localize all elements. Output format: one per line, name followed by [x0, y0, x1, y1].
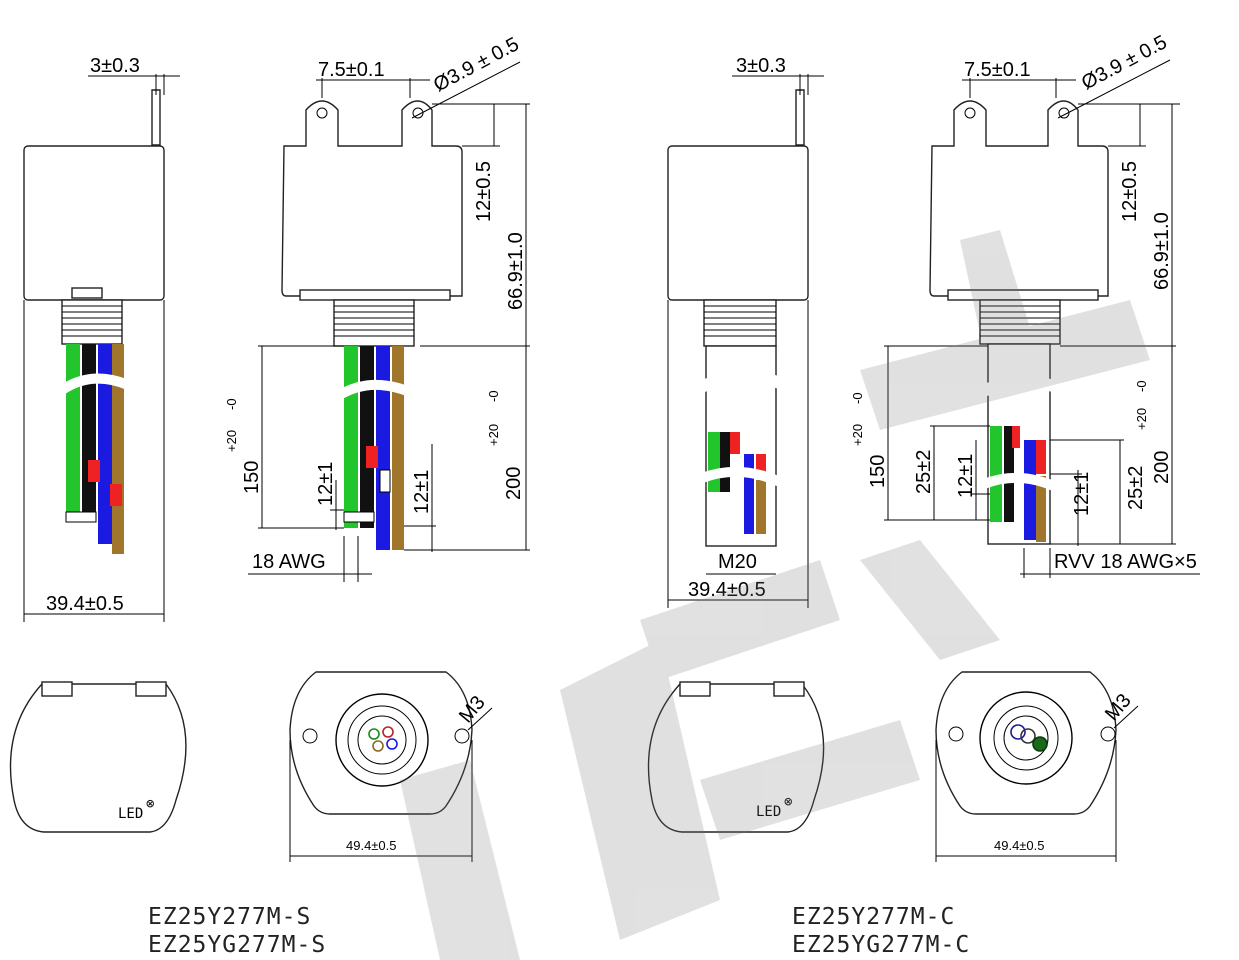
- thread-front-c: [979, 299, 1061, 345]
- tab-height-dim-s: 12±0.5: [473, 161, 495, 222]
- thread-s: [61, 299, 123, 345]
- model-s-line-2: EZ25YG277M-S: [148, 932, 326, 958]
- hole-dim-c: Ø3.9 ± 0.5: [1078, 31, 1171, 94]
- front-view-s: 7.5±0.1 Ø3.9 ± 0.5 12±0.5 66.9±1.0 200 +…: [224, 33, 530, 582]
- model-c-line-2: EZ25YG277M-C: [792, 932, 970, 958]
- tol-plus-long-c: +20: [1134, 408, 1149, 430]
- tol-minus-long-c: -0: [1134, 380, 1149, 392]
- cable-dim-c: RVV 18 AWG×5: [1054, 551, 1197, 573]
- led-symbol-c: ⊗: [784, 794, 793, 810]
- awg-dim-s: 18 AWG: [252, 551, 326, 573]
- tol-minus-short-s: -0: [224, 398, 239, 410]
- thread-dim-c: M20: [718, 551, 757, 573]
- wires-c: [700, 432, 783, 534]
- front-view-c: 7.5±0.1 Ø3.9 ± 0.5 12±0.5 66.9±1.0 200 +…: [850, 31, 1200, 578]
- thread-c: [703, 299, 777, 347]
- led-symbol-s: ⊗: [146, 796, 155, 812]
- tol-minus-short-c: -0: [850, 392, 865, 404]
- width-dim-s: 39.4±0.5: [46, 593, 124, 615]
- flange-width-dim-s: 49.4±0.5: [346, 838, 397, 853]
- flange-width-dim-c: 49.4±0.5: [994, 838, 1045, 853]
- strip-b-dim-s: 12±1: [411, 470, 433, 514]
- tol-plus-short-c: +20: [850, 424, 865, 446]
- strip-a-dim-s: 12±1: [315, 462, 337, 506]
- flange-view-c: M3 49.4±0.5: [935, 671, 1139, 862]
- side-view-c: M20 39.4±0.5 3±0.3: [667, 55, 824, 608]
- pitch-dim-c: 7.5±0.1: [964, 59, 1031, 81]
- strip-a-dim-c: 12±1: [955, 454, 977, 498]
- pitch-dim-s: 7.5±0.1: [318, 59, 385, 81]
- lead-long-dim-s: 200: [503, 467, 525, 500]
- model-s-line-1: EZ25Y277M-S: [148, 904, 311, 930]
- wires-front-c: [982, 426, 1061, 542]
- top-width-dim-s: 3±0.3: [90, 55, 140, 77]
- top-width-dim-c: 3±0.3: [736, 55, 786, 77]
- tol-minus-long-s: -0: [486, 390, 501, 402]
- hole-dim-s: Ø3.9 ± 0.5: [430, 33, 523, 96]
- tol-plus-long-s: +20: [486, 424, 501, 446]
- led-label-s: LED: [118, 806, 143, 822]
- offset-a-dim-c: 25±2: [913, 450, 935, 494]
- model-c-line-1: EZ25Y277M-C: [792, 904, 955, 930]
- lead-short-dim-c: 150: [867, 455, 889, 488]
- side-view-s: 39.4±0.5 3±0.3: [23, 55, 180, 622]
- led-label-c: LED: [756, 804, 781, 820]
- strip-b-dim-c: 12±1: [1071, 472, 1093, 516]
- back-view-s: LED ⊗: [9, 681, 187, 833]
- wires-s: [59, 344, 130, 554]
- wires-front-s: [335, 346, 412, 550]
- offset-b-dim-c: 25±2: [1125, 466, 1147, 510]
- lead-short-dim-s: 150: [241, 461, 263, 494]
- lead-long-dim-c: 200: [1151, 451, 1173, 484]
- tol-plus-short-s: +20: [224, 430, 239, 452]
- thread-front-s: [333, 299, 415, 347]
- tab-height-dim-c: 12±0.5: [1119, 161, 1141, 222]
- watermark: [400, 230, 1150, 960]
- back-view-c: LED ⊗: [647, 681, 825, 833]
- total-height-dim-c: 66.9±1.0: [1151, 212, 1173, 290]
- flange-view-s: M3 49.4±0.5: [289, 671, 493, 862]
- width-dim-c: 39.4±0.5: [688, 579, 766, 601]
- total-height-dim-s: 66.9±1.0: [505, 232, 527, 310]
